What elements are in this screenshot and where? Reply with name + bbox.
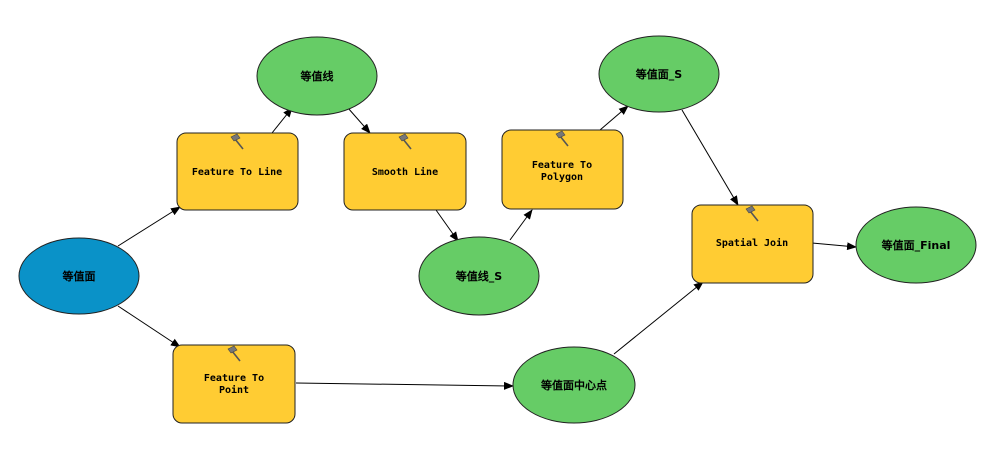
tool-feature-to-point[interactable]: Feature To Point bbox=[172, 344, 296, 424]
connector-feature-to-polygon-to-contour-surface-s bbox=[599, 105, 629, 131]
tool-feature-to-point-label-line1: Feature To bbox=[204, 373, 264, 384]
output-node-contour-surface-s-label: 等值面_S bbox=[635, 67, 682, 81]
connector-input-to-feature-to-line bbox=[117, 206, 181, 247]
output-node-contour-line[interactable]: 等值线 bbox=[256, 36, 378, 116]
tool-smooth-line-label: Smooth Line bbox=[372, 166, 438, 178]
connector-contour-line-s-to-feature-to-polygon bbox=[509, 209, 533, 241]
input-node-label: 等值面 bbox=[62, 269, 96, 283]
connector-spatial-join-to-final bbox=[811, 242, 857, 251]
tool-feature-to-polygon[interactable]: Feature To Polygon bbox=[501, 129, 624, 210]
connector-center-to-spatial-join bbox=[613, 281, 704, 355]
tool-feature-to-line-label: Feature To Line bbox=[192, 166, 282, 178]
connector-feature-to-point-to-center bbox=[295, 381, 514, 390]
tool-spatial-join[interactable]: Spatial Join bbox=[691, 204, 814, 284]
tool-feature-to-polygon-label-line2: Polygon bbox=[541, 172, 583, 183]
output-node-contour-surface-final[interactable]: 等值面_Final bbox=[855, 206, 977, 284]
output-node-contour-line-label: 等值线 bbox=[300, 69, 334, 83]
connector-feature-to-line-to-contour-line bbox=[271, 107, 293, 134]
connector-smooth-line-to-contour-line-s bbox=[435, 209, 459, 242]
tool-feature-to-polygon-label-line1: Feature To bbox=[532, 160, 592, 171]
connector-contour-surface-s-to-spatial-join bbox=[681, 109, 739, 206]
output-node-contour-center[interactable]: 等值面中心点 bbox=[512, 346, 636, 424]
tool-spatial-join-label: Spatial Join bbox=[716, 237, 788, 249]
tool-feature-to-point-label-line2: Point bbox=[219, 384, 249, 396]
connectors bbox=[117, 105, 857, 390]
tool-feature-to-line[interactable]: Feature To Line bbox=[176, 132, 299, 211]
output-node-contour-center-label: 等值面中心点 bbox=[540, 378, 607, 392]
tool-smooth-line[interactable]: Smooth Line bbox=[343, 132, 467, 211]
output-node-contour-surface-s[interactable]: 等值面_S bbox=[598, 35, 720, 113]
input-node-contour[interactable]: 等值面 bbox=[18, 237, 140, 315]
output-node-contour-surface-final-label: 等值面_Final bbox=[881, 238, 951, 252]
output-node-contour-line-s-label: 等值线_S bbox=[455, 269, 502, 283]
connector-contour-line-to-smooth-line bbox=[347, 107, 371, 134]
connector-input-to-feature-to-point bbox=[117, 305, 181, 348]
output-node-contour-line-s[interactable]: 等值线_S bbox=[418, 236, 540, 316]
